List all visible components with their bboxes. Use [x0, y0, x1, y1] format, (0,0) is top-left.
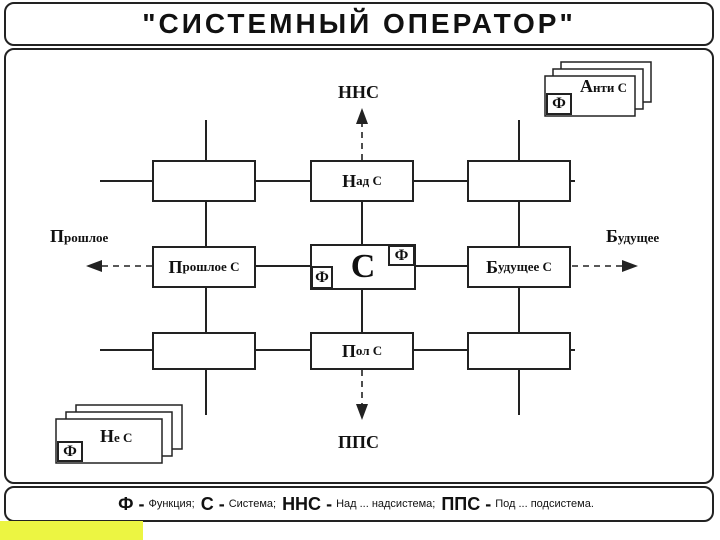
arrow-left-head: [86, 260, 102, 272]
box-bottom-left: [152, 332, 256, 370]
ne-rest: е С: [114, 430, 133, 445]
ne-system-label: Не С: [100, 426, 132, 447]
past-cap: П: [168, 256, 183, 277]
arrow-right-head: [622, 260, 638, 272]
anti-system-label: Анти С: [580, 76, 627, 97]
label-future-cap: Б: [606, 226, 618, 246]
future-cap: Б: [486, 256, 498, 277]
ne-stack-sheets: [55, 404, 183, 464]
legend-desc-1: Система;: [228, 498, 277, 510]
legend-desc-0: Функция;: [148, 498, 195, 510]
legend-desc-2: Над ... надсистема;: [336, 498, 436, 510]
anti-phi: Ф: [546, 93, 572, 115]
legend-sym-1: С: [200, 493, 214, 514]
page-title: "СИСТЕМНЫЙ ОПЕРАТОР": [142, 8, 576, 39]
center-phi-right: Ф: [388, 245, 415, 266]
pod-rest: ол С: [355, 343, 383, 358]
past-rest: рошлое С: [182, 259, 240, 274]
arrow-down-head: [356, 404, 368, 420]
label-past-cap: П: [50, 226, 65, 246]
legend-sym-2: ННС: [282, 493, 322, 514]
anti-rest: нти С: [593, 80, 628, 95]
diagram-frame: [4, 48, 714, 484]
label-nns: ННС: [338, 82, 380, 102]
nad-cap: Н: [342, 170, 357, 191]
legend-sym-3: ППС: [441, 493, 481, 514]
highlight-strip: [0, 521, 143, 540]
ne-cap: Н: [100, 426, 115, 446]
label-pps: ППС: [338, 432, 380, 452]
center-phi-left: Ф: [311, 266, 333, 289]
pod-cap: П: [341, 340, 356, 361]
label-past: Прошлое: [50, 226, 108, 247]
label-future-rest: удущее: [617, 230, 660, 245]
box-top-left: [152, 160, 256, 202]
anti-cap: А: [580, 76, 593, 96]
label-past-rest: рошлое: [64, 230, 109, 245]
title-frame: "СИСТЕМНЫЙ ОПЕРАТОР": [4, 2, 714, 46]
future-rest: удущее С: [497, 259, 552, 274]
legend-desc-3: Под ... подсистема.: [495, 498, 594, 510]
center-label: С: [350, 248, 376, 285]
label-future: Будущее: [606, 226, 659, 247]
arrow-up-head: [356, 108, 368, 124]
legend-sym-0: Ф: [118, 493, 134, 514]
nad-rest: ад С: [356, 173, 382, 188]
ne-phi: Ф: [57, 441, 83, 462]
box-bottom-right: [467, 332, 571, 370]
legend: Ф - Функция; С - Система; ННС - Над ... …: [4, 486, 714, 522]
box-top-right: [467, 160, 571, 202]
